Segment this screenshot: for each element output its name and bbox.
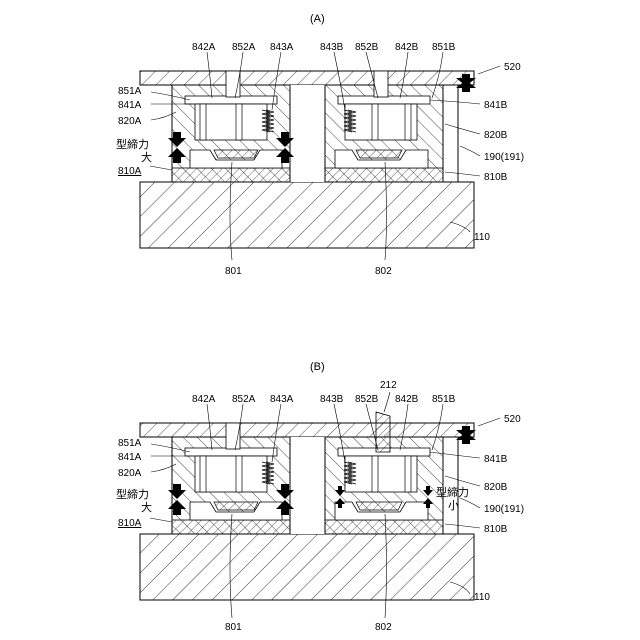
panel-label-a: (A)	[310, 13, 325, 25]
label-851A: 851A	[118, 86, 142, 97]
label-820A-b: 820A	[118, 468, 142, 479]
label-force-right-b-1: 型締力	[436, 485, 469, 499]
label-802: 802	[375, 266, 392, 277]
label-force-left-b-2: 大	[141, 500, 152, 514]
mold-left-a	[172, 71, 290, 182]
label-force-right-b-2: 小	[448, 499, 459, 512]
label-810A-b: 810A	[118, 518, 142, 529]
label-801-b: 801	[225, 622, 242, 633]
figure-a: (A)	[116, 13, 524, 277]
mold-left-b	[172, 423, 290, 534]
label-190-b: 190(191)	[484, 504, 524, 515]
mold-right-a	[325, 71, 443, 182]
label-190: 190(191)	[484, 152, 524, 163]
label-810B: 810B	[484, 172, 508, 183]
label-810B-b: 810B	[484, 524, 508, 535]
label-841A: 841A	[118, 100, 142, 111]
label-851B: 851B	[432, 42, 456, 53]
label-841B-b: 841B	[484, 454, 508, 465]
label-842B: 842B	[395, 42, 419, 53]
label-801: 801	[225, 266, 242, 277]
label-852A: 852A	[232, 42, 256, 53]
label-110: 110	[474, 232, 490, 243]
label-force-left-a-1: 型締力	[116, 137, 149, 151]
label-851A-b: 851A	[118, 438, 142, 449]
label-842A: 842A	[192, 42, 216, 53]
label-810A: 810A	[118, 166, 142, 177]
label-842B-b: 842B	[395, 394, 419, 405]
label-843A: 843A	[270, 42, 294, 53]
label-852B-b: 852B	[355, 394, 379, 405]
label-842A-b: 842A	[192, 394, 216, 405]
member-212	[376, 412, 390, 452]
label-843A-b: 843A	[270, 394, 294, 405]
label-force-left-a-2: 大	[141, 150, 152, 164]
label-841B: 841B	[484, 100, 508, 111]
figure-b: (B)	[116, 361, 524, 633]
label-852B: 852B	[355, 42, 379, 53]
label-force-left-b-1: 型締力	[116, 487, 149, 501]
label-212: 212	[380, 380, 397, 391]
base-110	[140, 182, 474, 248]
label-820B: 820B	[484, 130, 508, 141]
label-802-b: 802	[375, 622, 392, 633]
platen-520	[140, 71, 474, 85]
label-843B-b: 843B	[320, 394, 344, 405]
label-843B: 843B	[320, 42, 344, 53]
platen-520-b	[140, 423, 474, 437]
label-520: 520	[504, 62, 521, 73]
label-841A-b: 841A	[118, 452, 142, 463]
base-110-b	[140, 534, 474, 600]
label-852A-b: 852A	[232, 394, 256, 405]
label-851B-b: 851B	[432, 394, 456, 405]
label-820A: 820A	[118, 116, 142, 127]
label-110-b: 110	[474, 592, 490, 603]
panel-label-b: (B)	[310, 361, 325, 373]
label-520-b: 520	[504, 414, 521, 425]
label-820B-b: 820B	[484, 482, 508, 493]
